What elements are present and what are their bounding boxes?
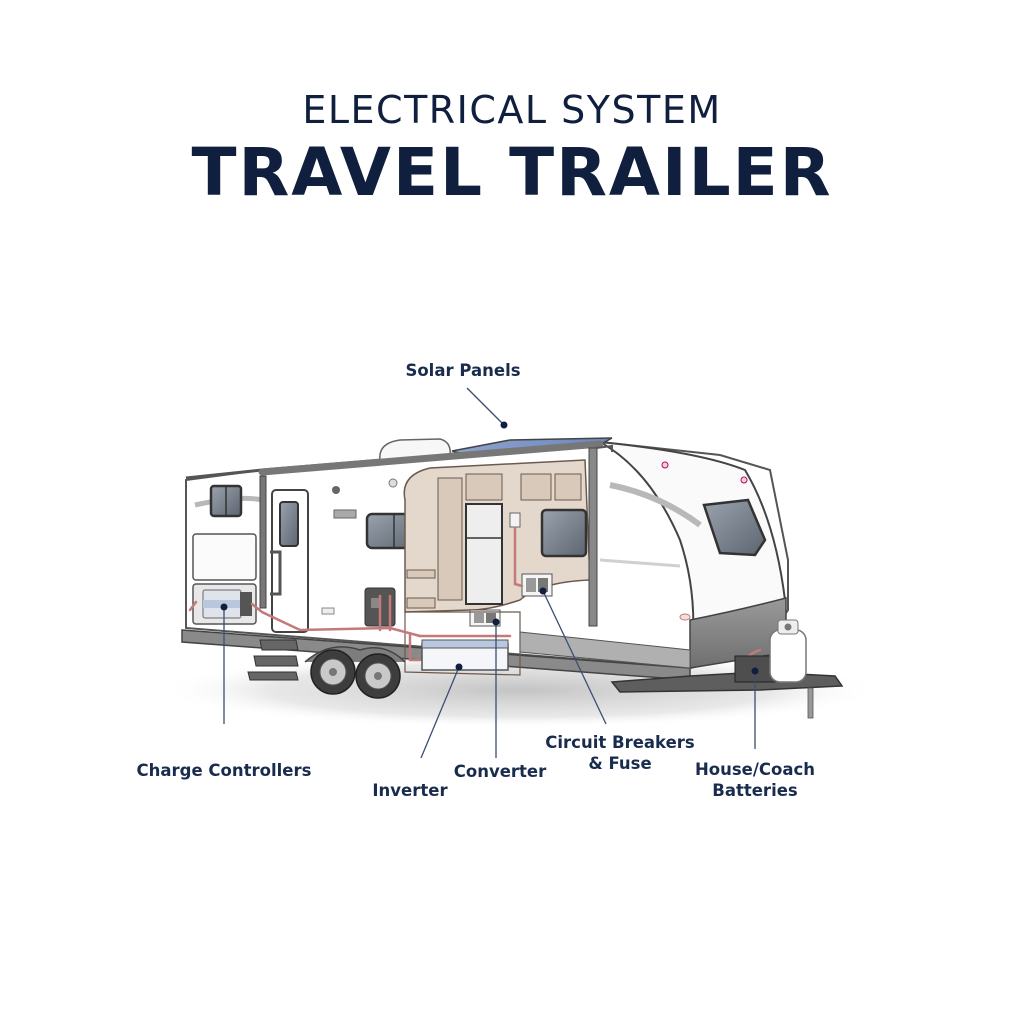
label-converter: Converter xyxy=(453,762,547,781)
label-circuit-breakers-line1: Circuit Breakers xyxy=(545,733,695,752)
callout-leader-lines xyxy=(220,387,759,759)
label-circuit-breakers-line2: & Fuse xyxy=(588,754,652,773)
callout-dot-converter xyxy=(492,618,500,626)
wheel-front xyxy=(355,653,401,699)
label-house-batteries: House/Coach Batteries xyxy=(680,759,830,801)
leader-line-circuit-breakers xyxy=(542,590,607,725)
label-solar-panels: Solar Panels xyxy=(405,361,521,380)
diagram-title: TRAVEL TRAILER xyxy=(191,134,833,211)
callout-dot-charge-controllers xyxy=(220,603,228,611)
callout-dot-solar-panels xyxy=(500,421,508,429)
label-house-batteries-line1: House/Coach xyxy=(694,760,816,779)
leader-line-inverter xyxy=(420,666,460,759)
diagram-subtitle: ELECTRICAL SYSTEM xyxy=(302,88,722,132)
callout-dot-inverter xyxy=(455,663,463,671)
roof-equipment xyxy=(258,437,613,627)
callout-dot-circuit-breakers xyxy=(539,587,547,595)
undercarriage xyxy=(247,619,844,719)
label-circuit-breakers: Circuit Breakers & Fuse xyxy=(535,732,705,774)
leader-line-solar-panels xyxy=(466,387,505,426)
interior-cutaway xyxy=(403,459,591,676)
trailer-body xyxy=(181,440,789,681)
callout-dot-house-batteries xyxy=(751,667,759,675)
label-house-batteries-line2: Batteries xyxy=(712,781,798,800)
wheel-rear xyxy=(310,649,356,695)
label-charge-controllers: Charge Controllers xyxy=(136,761,312,780)
label-inverter: Inverter xyxy=(372,781,448,800)
